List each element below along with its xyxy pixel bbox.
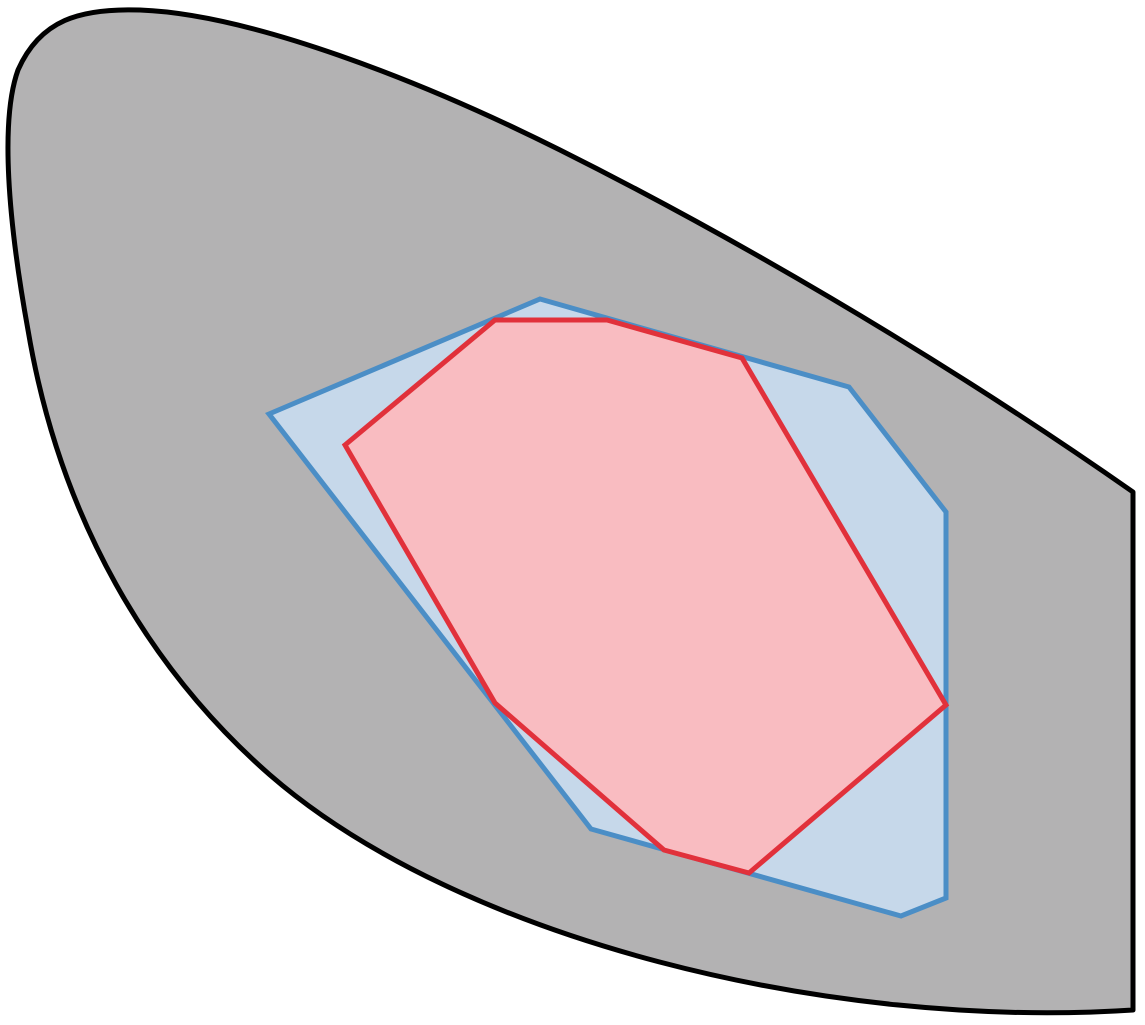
red-polygon — [341, 317, 950, 876]
